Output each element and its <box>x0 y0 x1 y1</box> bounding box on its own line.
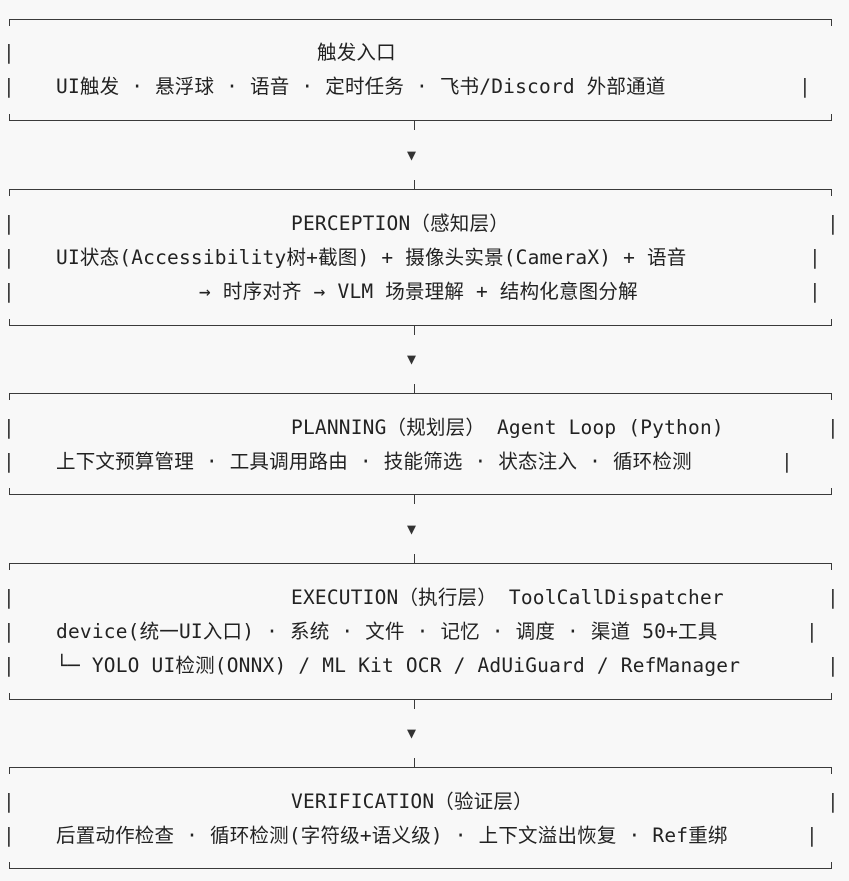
box-top-edge <box>9 393 832 394</box>
connector-line <box>414 495 415 504</box>
box-left-edge: | <box>3 246 15 269</box>
box-right-edge: | <box>827 586 839 609</box>
layer-line: device(统一UI入口) · 系统 · 文件 · 记忆 · 调度 · 渠道 … <box>56 620 718 643</box>
box-right-edge: | <box>809 246 821 269</box>
layer-line: └─ YOLO UI检测(ONNX) / ML Kit OCR / AdUiGu… <box>56 654 741 677</box>
box-right-edge: | <box>809 280 821 303</box>
layer-line: → 时序对齐 → VLM 场景理解 + 结构化意图分解 <box>199 280 638 303</box>
box-right-edge: | <box>827 212 839 235</box>
box-bottom-edge <box>9 325 832 326</box>
connector-line <box>414 384 415 393</box>
box-left-edge: | <box>3 450 15 473</box>
box-top-edge <box>9 189 832 190</box>
box-left-edge: | <box>3 416 15 439</box>
box-right-edge: | <box>799 75 811 98</box>
box-bottom-edge <box>9 120 832 121</box>
down-arrow-icon: ▼ <box>407 146 417 164</box>
layer-line: UI状态(Accessibility树+截图) + 摄像头实景(CameraX)… <box>56 246 687 269</box>
down-arrow-icon: ▼ <box>407 520 417 538</box>
box-right-edge: | <box>781 450 793 473</box>
layer-title: VERIFICATION（验证层） <box>291 790 533 813</box>
box-right-edge: | <box>806 620 818 643</box>
layer-line: UI触发 · 悬浮球 · 语音 · 定时任务 · 飞书/Discord 外部通道 <box>56 75 666 98</box>
layer-perception: | | | | | | PERCEPTION（感知层） UI状态(Accessi… <box>3 180 839 335</box>
layer-title: PERCEPTION（感知层） <box>291 212 509 235</box>
layer-line: 后置动作检查 · 循环检测(字符级+语义级) · 上下文溢出恢复 · Ref重绑 <box>56 824 728 847</box>
connector-line <box>414 554 415 563</box>
box-right-edge: | <box>827 416 839 439</box>
layer-verification: | | | | VERIFICATION（验证层） 后置动作检查 · 循环检测(… <box>3 758 839 869</box>
connector-line <box>414 700 415 709</box>
box-left-edge: | <box>3 75 15 98</box>
box-left-edge: | <box>3 41 15 64</box>
box-bottom-edge <box>9 699 832 700</box>
layer-execution: | | | | | | EXECUTION（执行层） ToolCallDispa… <box>3 554 839 709</box>
box-left-edge: | <box>3 620 15 643</box>
layer-planning: | | | | PLANNING（规划层） Agent Loop (Python… <box>3 384 839 504</box>
box-left-edge: | <box>3 824 15 847</box>
down-arrow-icon: ▼ <box>407 350 417 368</box>
box-left-edge: | <box>3 790 15 813</box>
box-left-edge: | <box>3 280 15 303</box>
connector-line <box>414 758 415 767</box>
box-left-edge: | <box>3 654 15 677</box>
box-bottom-edge <box>9 868 832 869</box>
box-right-edge: | <box>827 654 839 677</box>
connector-line <box>414 180 415 189</box>
box-bottom-edge <box>9 494 832 495</box>
connector-line <box>414 326 415 335</box>
box-right-edge: | <box>806 824 818 847</box>
box-left-edge: | <box>3 212 15 235</box>
box-top-edge <box>9 19 832 20</box>
box-left-edge: | <box>3 586 15 609</box>
layer-trigger-entry: | | | 触发入口 UI触发 · 悬浮球 · 语音 · 定时任务 · 飞书/D… <box>3 19 832 130</box>
layer-title: EXECUTION（执行层） ToolCallDispatcher <box>291 586 724 609</box>
box-top-edge <box>9 767 832 768</box>
down-arrow-icon: ▼ <box>407 724 417 742</box>
layer-title: 触发入口 <box>317 41 396 64</box>
connector-line <box>414 121 415 130</box>
layer-title: PLANNING（规划层） Agent Loop (Python) <box>291 416 724 439</box>
layer-line: 上下文预算管理 · 工具调用路由 · 技能筛选 · 状态注入 · 循环检测 <box>56 450 692 473</box>
box-right-edge: | <box>827 790 839 813</box>
box-top-edge <box>9 563 832 564</box>
